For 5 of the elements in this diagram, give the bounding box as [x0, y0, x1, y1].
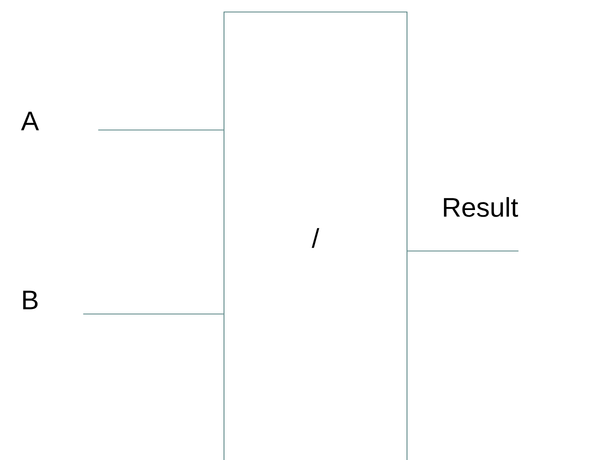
signal-label: A: [21, 112, 39, 130]
wire-line: [407, 250, 519, 252]
operator-box: /: [224, 12, 408, 460]
signal-label: Result: [444, 197, 518, 217]
signal-label: B: [23, 290, 38, 310]
